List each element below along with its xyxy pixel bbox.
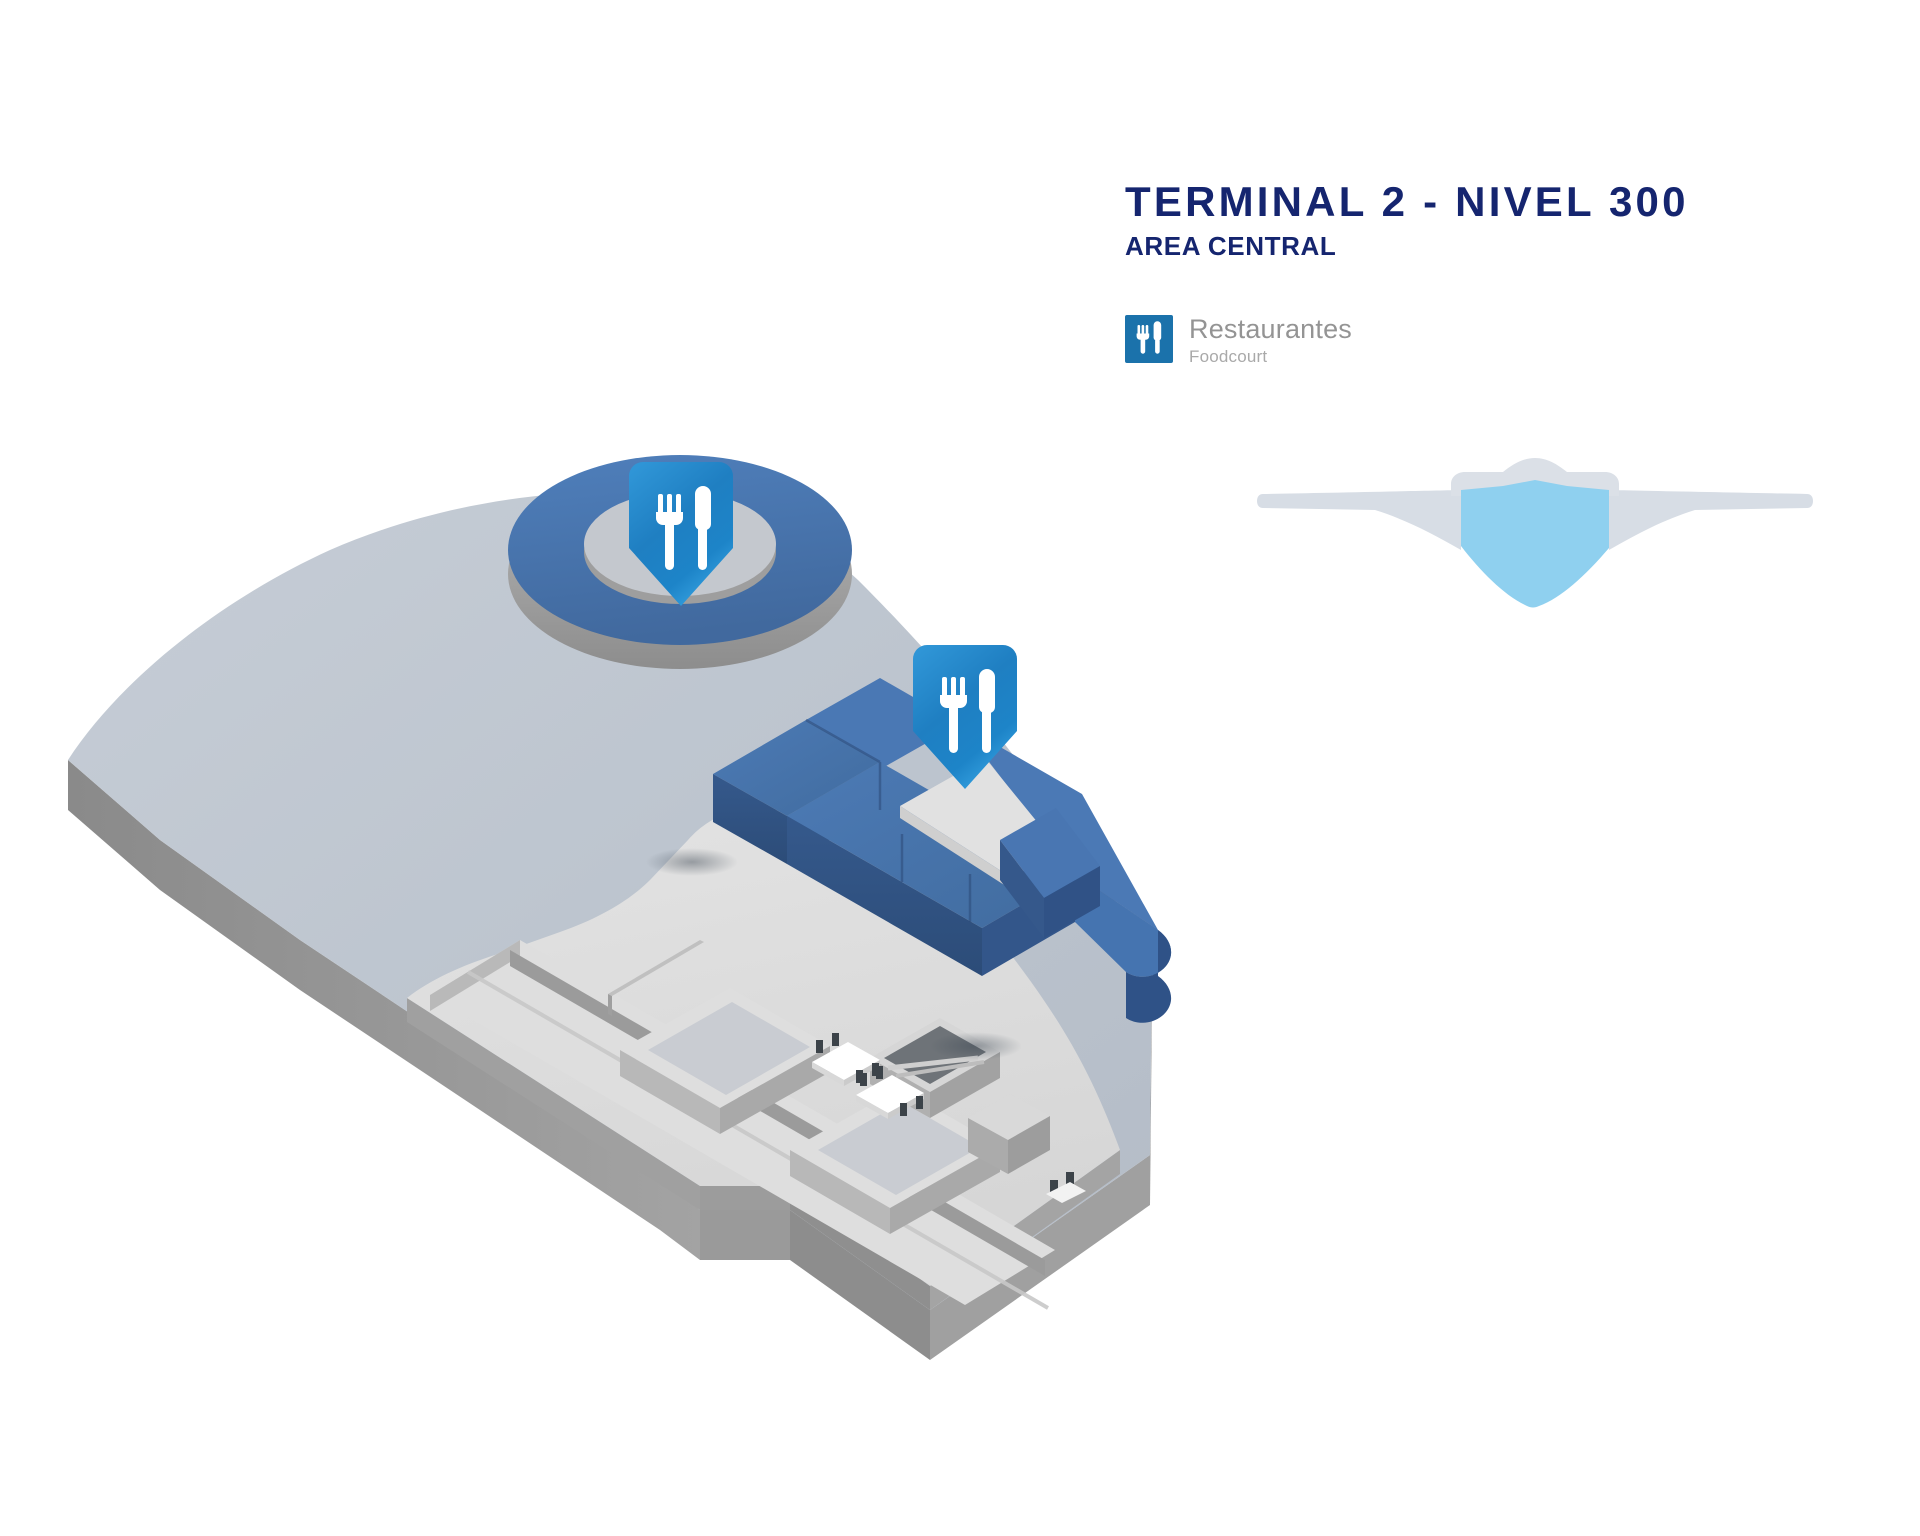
- overview-center-cap: [1451, 458, 1619, 496]
- legend: Restaurantes Foodcourt: [1125, 315, 1352, 369]
- restaurant-pin-foodcourt-building[interactable]: [911, 643, 1019, 793]
- page-subtitle: AREA CENTRAL: [1125, 230, 1337, 261]
- pin-shadow: [646, 848, 738, 876]
- map-header: TERMINAL 2 - NIVEL 300 AREA CENTRAL: [1125, 178, 1845, 261]
- fork-knife-icon: [1125, 315, 1173, 363]
- legend-sublabel: Foodcourt: [1189, 347, 1268, 366]
- overview-right-wing: [1609, 490, 1813, 550]
- foodcourt-building-highlight: [713, 678, 1172, 1023]
- page-title: TERMINAL 2 - NIVEL 300: [1125, 178, 1689, 225]
- pin-shadow: [930, 1032, 1022, 1060]
- concourse-fixtures: [608, 940, 1050, 1234]
- cafe-table-cluster: [812, 1033, 1086, 1203]
- airport-overview-inset[interactable]: [1255, 450, 1815, 610]
- restaurant-pin-ring-plaza[interactable]: [627, 460, 735, 610]
- overview-left-wing: [1257, 490, 1461, 550]
- terminal-isometric-map: [0, 250, 1500, 1410]
- fork-knife-icon: [940, 669, 995, 753]
- fork-knife-icon: [656, 486, 711, 570]
- overview-center-highlight: [1461, 480, 1609, 608]
- legend-text: Restaurantes Foodcourt: [1189, 315, 1352, 369]
- legend-label: Restaurantes: [1189, 314, 1352, 344]
